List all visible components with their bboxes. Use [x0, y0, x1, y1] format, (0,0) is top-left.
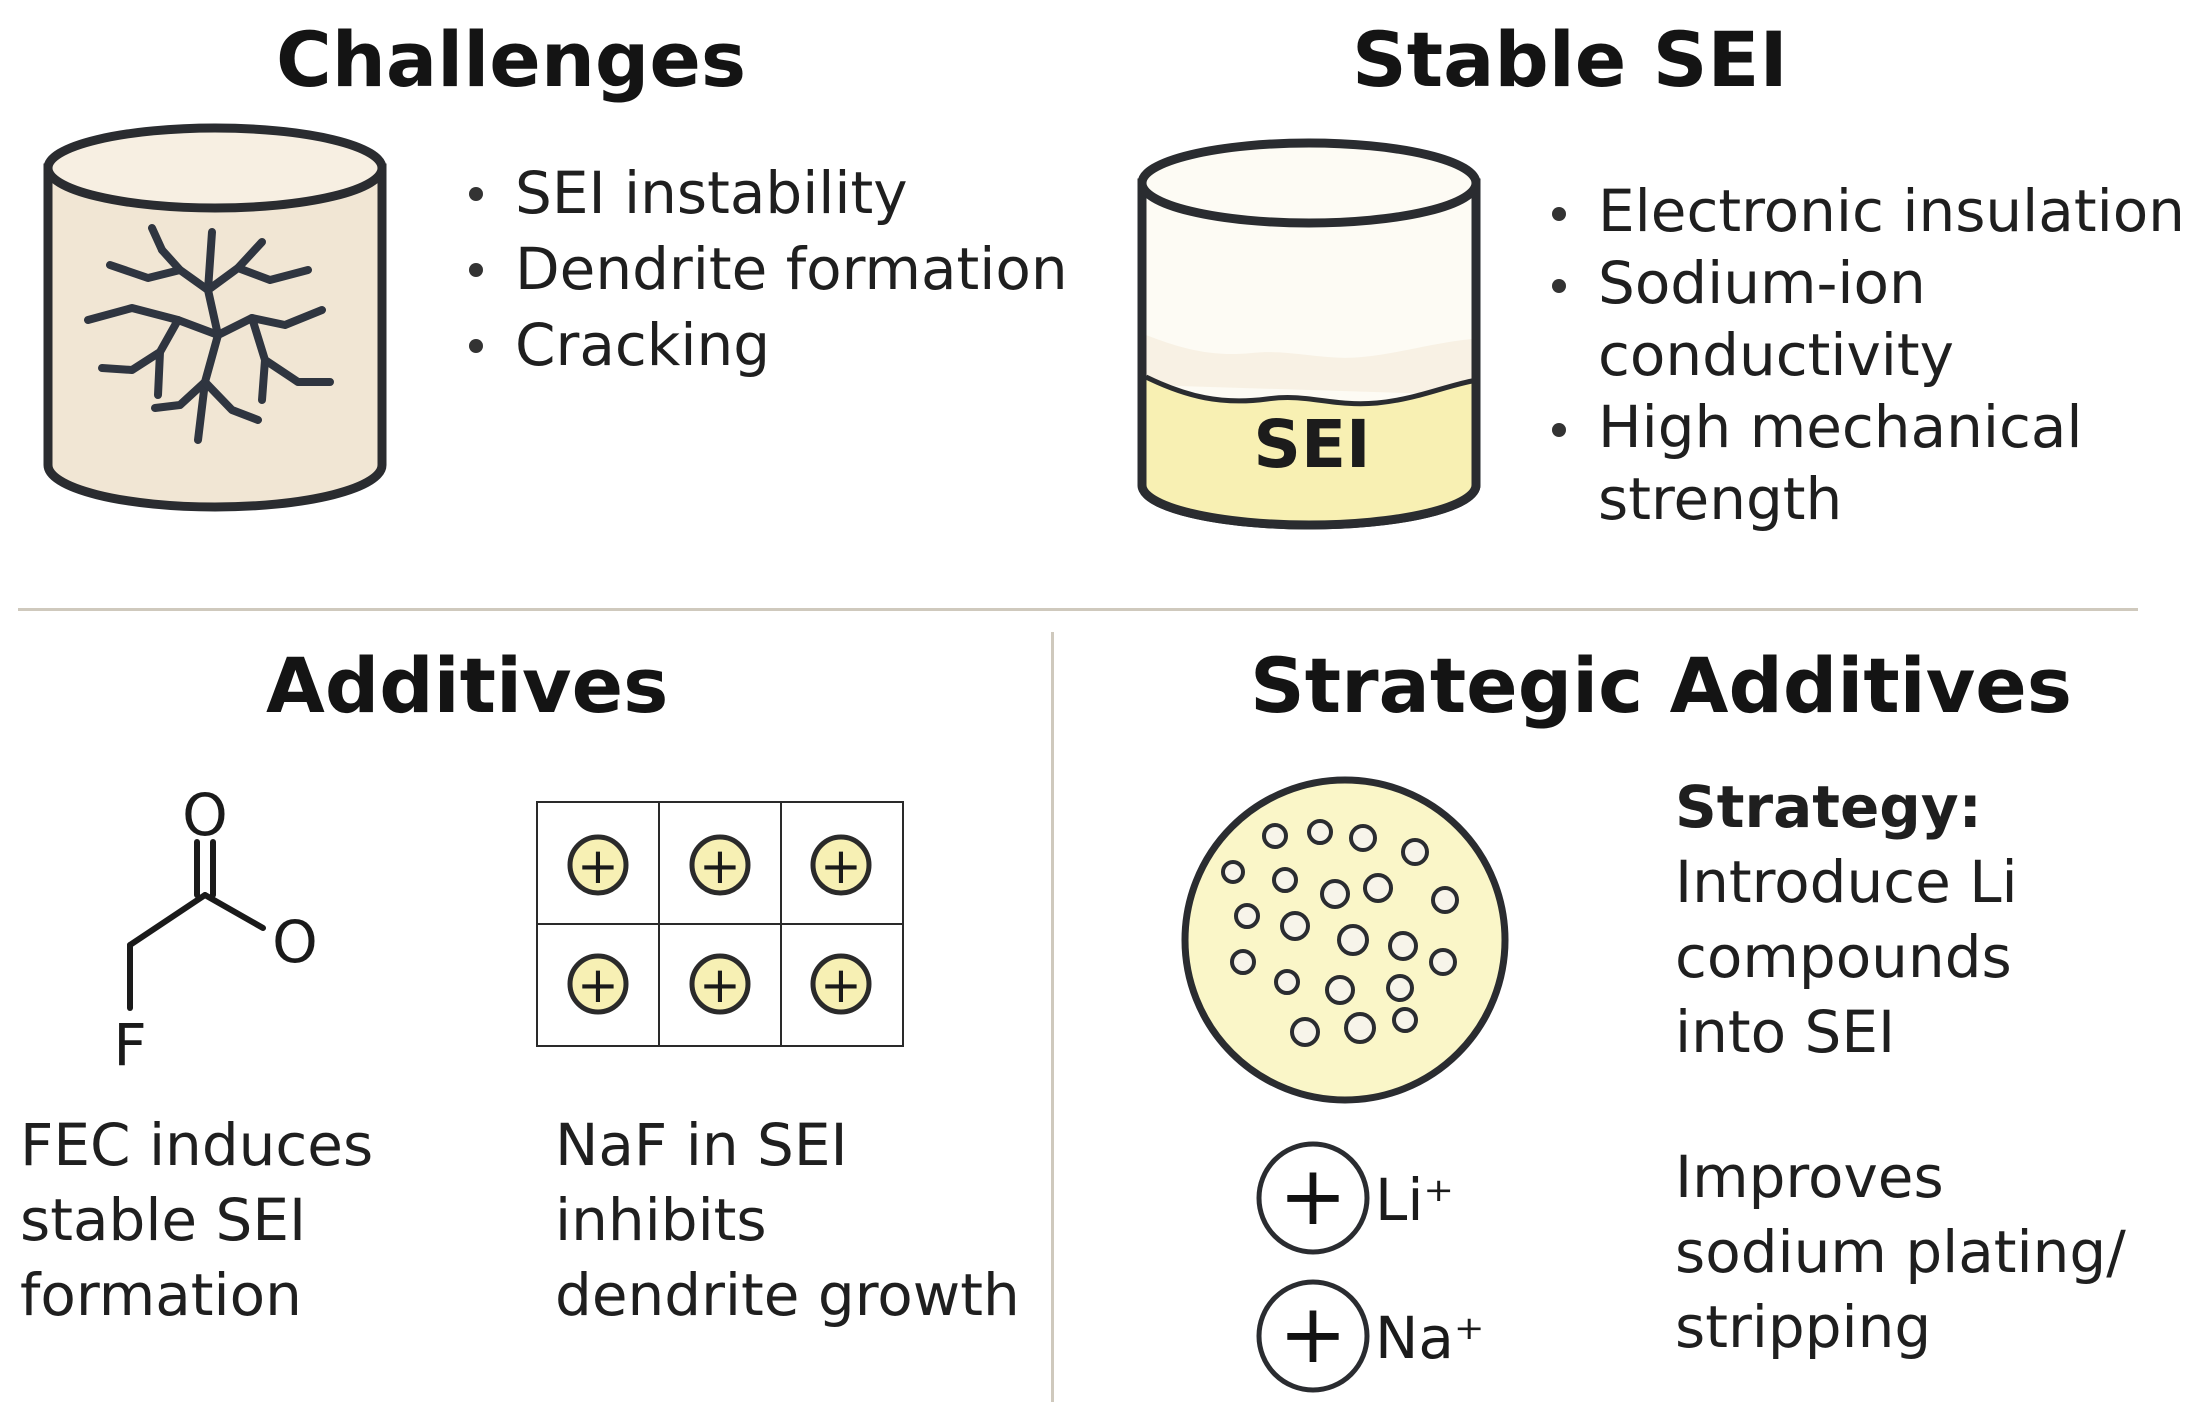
additives-heading: Additives	[266, 641, 669, 730]
lattice-cation-icon: +	[689, 953, 751, 1015]
challenges-heading: Challenges	[276, 15, 747, 104]
svg-text:+: +	[1279, 1149, 1348, 1244]
sodium-ion-icon: +	[1256, 1279, 1370, 1393]
svg-text:+: +	[577, 956, 619, 1014]
lithium-ion-icon: +	[1256, 1141, 1370, 1255]
lithium-ion-label: Li⁺	[1375, 1166, 1454, 1234]
dendrite-branches	[84, 224, 334, 444]
challenges-list: SEI instability Dendrite formation Crack…	[465, 155, 1068, 383]
vertical-divider	[1051, 632, 1054, 1402]
naf-description: NaF in SEI inhibits dendrite growth	[555, 1111, 1020, 1329]
stable-sei-heading: Stable SEI	[1352, 15, 1788, 104]
strategy-label: Strategy:	[1675, 773, 1982, 841]
naf-lattice-icon: + + + + + +	[536, 801, 904, 1047]
fluorine-atom: F	[113, 1011, 146, 1079]
lattice-cation-icon: +	[810, 834, 872, 896]
strategic-additives-heading: Strategic Additives	[1250, 641, 2073, 730]
challenge-item: Cracking	[465, 307, 1068, 383]
lattice-cation-icon: +	[689, 834, 751, 896]
sei-cylinder-icon: SEI	[1137, 138, 1481, 530]
oxygen-atom-ring: O	[272, 908, 318, 976]
sei-cylinder-label: SEI	[1253, 406, 1370, 483]
challenge-item: Dendrite formation	[465, 231, 1068, 307]
sei-property-item: Electronic insulation	[1548, 175, 2185, 247]
svg-text:+: +	[577, 837, 619, 895]
strategy-block: Strategy: Introduce Li compounds into SE…	[1675, 770, 2018, 1070]
sei-particle-icon	[1181, 776, 1509, 1104]
ion-legend: + Li⁺ + Na⁺	[1256, 1141, 1485, 1393]
sodium-ion-label: Na⁺	[1375, 1304, 1485, 1372]
svg-text:+: +	[820, 956, 862, 1014]
oxygen-atom-top: O	[182, 781, 228, 849]
lattice-cation-icon: +	[567, 834, 629, 896]
dendrite-cylinder-icon	[43, 123, 387, 512]
fec-description: FEC induces stable SEI formation	[20, 1111, 374, 1329]
svg-text:+: +	[820, 837, 862, 895]
improves-block: Improves sodium plating/ stripping	[1675, 1143, 2126, 1361]
svg-text:+: +	[699, 956, 741, 1014]
svg-text:+: +	[699, 837, 741, 895]
challenge-item: SEI instability	[465, 155, 1068, 231]
svg-text:+: +	[1279, 1287, 1348, 1382]
lattice-cation-icon: +	[567, 953, 629, 1015]
fec-molecule-icon: O O F	[113, 781, 318, 1079]
horizontal-divider	[18, 608, 2138, 611]
lattice-cation-icon: +	[810, 953, 872, 1015]
